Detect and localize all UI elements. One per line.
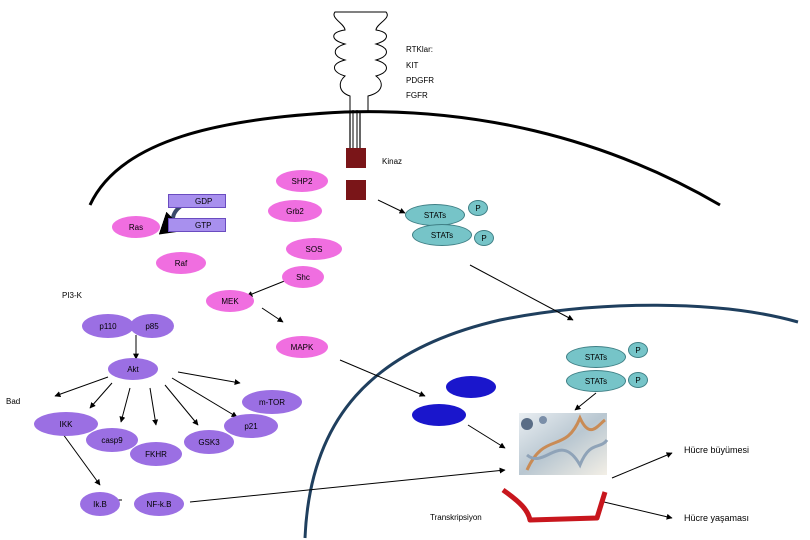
ras-node: Ras [112,216,160,238]
arrow-mapk-nucleus [339,359,426,397]
receptor-label-fgfr: FGFR [406,91,428,100]
dna-strand [501,487,608,523]
arrow-akt-ikk [89,382,113,409]
nuclear-membrane [303,303,799,539]
mapk-node: MAPK [276,336,328,358]
receptor-extracellular-domain [333,11,388,112]
receptor-label-rtk: RTKlar: [406,45,433,54]
survival-label: Hücre yaşaması [684,513,750,523]
arrow-receptor-stats [377,199,406,214]
mek-node: MEK [206,290,254,312]
stats-node-b: STATs [412,224,472,246]
arrow-stats-dna [574,392,597,411]
pi3k-label: PI3-K [62,291,83,300]
cell-membrane [88,110,721,207]
grb2-node: Grb2 [268,200,322,222]
transcription-label: Transkripsiyon [430,513,482,522]
stats-node-d: STATs [566,370,626,392]
arrow-akt-mtor [177,371,241,386]
arrow-akt-fkhr [149,387,159,426]
growth-label: Hücre büyümesi [684,445,750,455]
casp9-node: casp9 [86,428,138,452]
kinase-domain-lower [346,180,366,200]
phospho-node-d: P [628,372,648,388]
arrow-dna-survival [603,501,673,520]
nfkb-node: NF-k.B [134,492,184,516]
fkhr-node: FKHR [130,442,182,466]
arrow-nuclear-dna [467,424,506,449]
bad-label: Bad [6,397,21,406]
phospho-node-c: P [628,342,648,358]
mtor-node: m-TOR [242,390,302,414]
raf-node: Raf [156,252,206,274]
ikb-node: Ik.B [80,492,120,516]
shc-node: Shc [282,266,324,288]
p21-node: p21 [224,414,278,438]
arrow-nfkb-dna [189,467,506,503]
phospho-node-b: P [474,230,494,246]
arrow-mek-mapk [261,307,284,323]
arrow-akt-gsk3 [164,384,199,426]
gdp-box: GDP [168,194,226,208]
arrow-ikk-ikb [59,429,101,486]
stats-node-a: STATs [405,204,465,226]
sos-node: SOS [286,238,342,260]
arrow-dna-growth [611,452,673,479]
nuclear-factor-upper [446,376,496,398]
stats-node-c: STATs [566,346,626,368]
arrow-akt-bad [54,376,109,398]
ikk-node: IKK [34,412,98,436]
dna-helix-image [519,413,609,475]
gtp-box: GTP [168,218,226,232]
receptor-label-kit: KIT [406,61,419,70]
phospho-node-a: P [468,200,488,216]
akt-node: Akt [108,358,158,380]
arrow-stats-nucleus [469,264,574,321]
kinase-domain-upper [346,148,366,168]
shp2-node: SHP2 [276,170,328,192]
arrow-akt-p21 [171,377,238,418]
p85-node: p85 [130,314,174,338]
arrow-akt-casp9 [119,387,131,423]
p110-node: p110 [82,314,134,338]
kinase-label: Kinaz [382,157,403,166]
nuclear-factor-lower [412,404,466,426]
gsk3-node: GSK3 [184,430,234,454]
receptor-label-pdgfr: PDGFR [406,76,434,85]
